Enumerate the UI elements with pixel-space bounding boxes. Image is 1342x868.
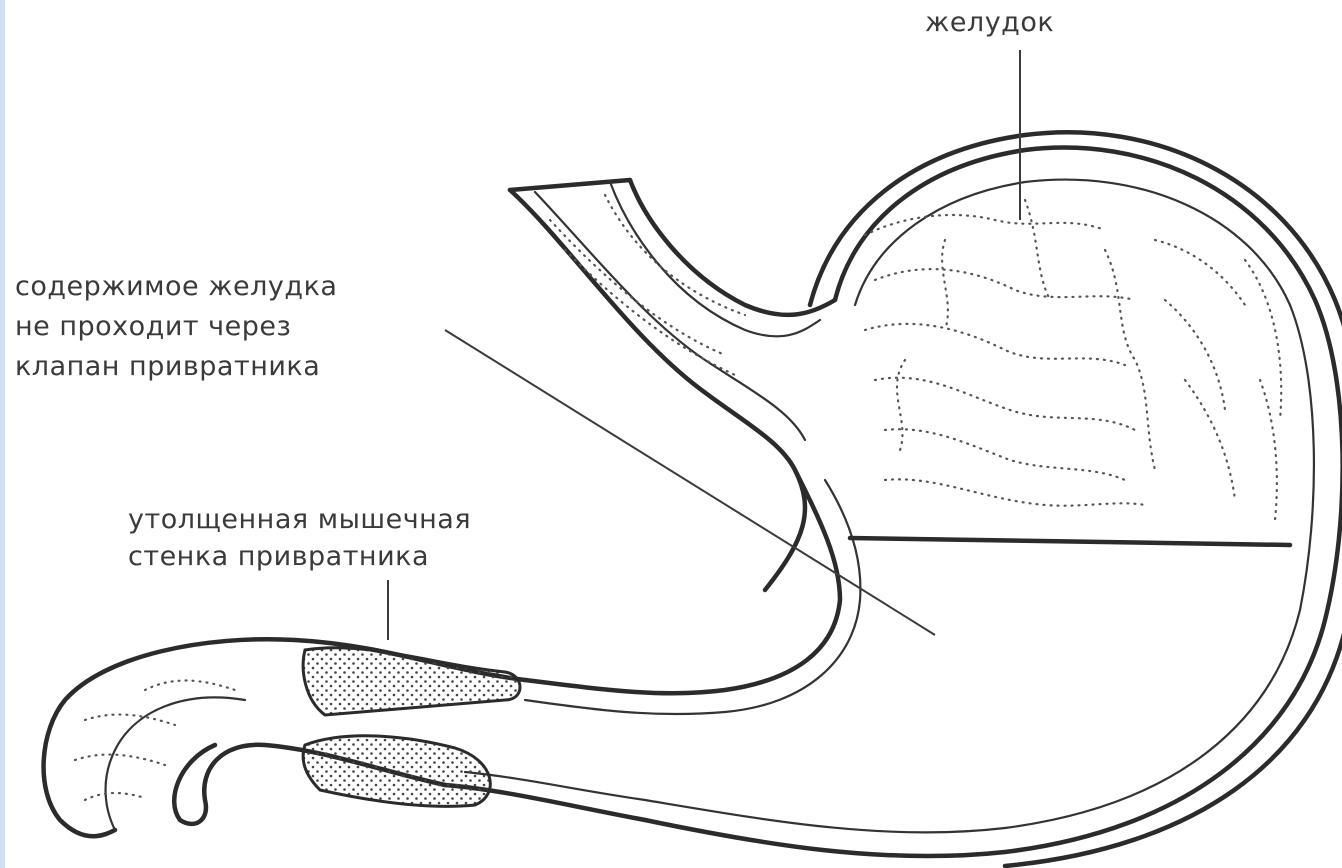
gastric-contents (865, 200, 1281, 520)
stomach-label: желудок (925, 6, 1054, 39)
esophagus (510, 180, 835, 590)
stomach-illustration (5, 0, 1342, 868)
contents-label-line-2: не проходит через (15, 310, 291, 343)
contents-leader-line (445, 330, 935, 635)
contents-label-line-3: клапан привратника (15, 350, 320, 383)
pylorus (44, 639, 525, 836)
contents-label-line-1: содержимое желудка (15, 270, 337, 303)
wall-label-line-1: утолщенная мышечная (128, 503, 471, 536)
fluid-level-line (850, 538, 1290, 545)
wall-label-line-2: стенка привратника (128, 540, 429, 573)
